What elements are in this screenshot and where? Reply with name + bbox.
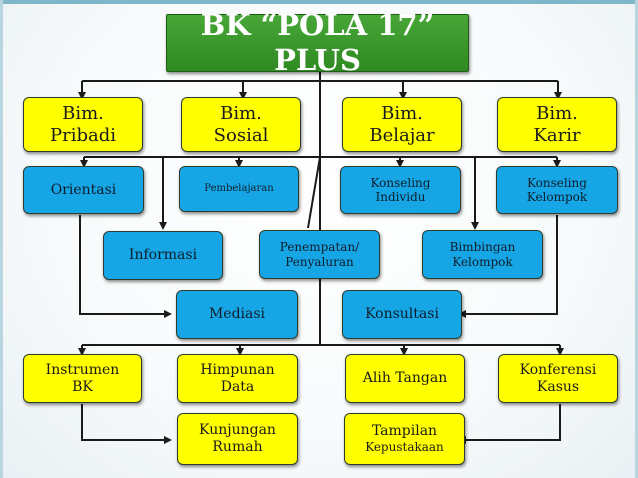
konseling-individu-line2: Individu — [375, 190, 426, 204]
instrumen-line2: BK — [72, 378, 93, 395]
bidang-sosial-line1: Bim. — [220, 102, 262, 124]
penempatan-line2: Penyaluran — [285, 254, 354, 269]
bidang-sosial-box: Bim. Sosial — [181, 97, 301, 152]
page-title: BK “POLA 17” PLUS — [166, 8, 469, 77]
kunjungan-rumah-box: Kunjungan Rumah — [177, 413, 298, 465]
alih-tangan-label: Alih Tangan — [362, 370, 448, 387]
bidang-karir-line2: Karir — [533, 124, 581, 146]
kunjungan-line2: Rumah — [212, 439, 263, 455]
bidang-pribadi-line1: Bim. — [62, 102, 104, 124]
informasi-label: Informasi — [128, 247, 198, 264]
orientasi-box: Orientasi — [23, 166, 144, 214]
himpunan-data-box: Himpunan Data — [177, 354, 298, 403]
bidang-pribadi-box: Bim. Pribadi — [23, 97, 143, 152]
mediasi-label: Mediasi — [208, 306, 266, 323]
top-accent-bar — [0, 0, 638, 4]
pembelajaran-box: Pembelajaran — [179, 166, 299, 212]
bidang-pribadi-line2: Pribadi — [49, 124, 116, 146]
alih-tangan-box: Alih Tangan — [345, 354, 465, 403]
bimbingan-kelompok-line2: Kelompok — [452, 254, 513, 269]
himpunan-line2: Data — [220, 378, 255, 395]
konsultasi-label: Konsultasi — [365, 306, 439, 323]
bidang-karir-box: Bim. Karir — [497, 97, 617, 152]
konsultasi-box: Konsultasi — [342, 290, 462, 339]
himpunan-line1: Himpunan — [200, 361, 275, 378]
bidang-belajar-box: Bim. Belajar — [342, 97, 462, 152]
penempatan-box: Penempatan/ Penyaluran — [259, 230, 380, 279]
bidang-karir-line1: Bim. — [536, 102, 578, 124]
konseling-kelompok-line2: Kelompok — [526, 190, 588, 204]
konferensi-kasus-box: Konferensi Kasus — [498, 354, 618, 403]
konseling-individu-line1: Konseling — [370, 175, 431, 190]
title-text: BK “POLA 17” PLUS — [200, 8, 435, 77]
mediasi-box: Mediasi — [176, 290, 298, 339]
instrumen-line1: Instrumen — [45, 361, 120, 378]
bimbingan-kelompok-line1: Bimbingan — [449, 240, 516, 255]
tampilan-line1: Tampilan — [371, 423, 438, 440]
konseling-individu-box: Konseling Individu — [340, 166, 461, 214]
tampilan-line2: Kepustakaan — [365, 440, 444, 455]
bidang-belajar-line2: Belajar — [369, 124, 435, 146]
bidang-sosial-line2: Sosial — [213, 124, 269, 146]
bidang-belajar-line1: Bim. — [381, 102, 423, 124]
pembelajaran-label: Pembelajaran — [204, 183, 274, 194]
konseling-kelompok-box: Konseling Kelompok — [496, 166, 618, 214]
informasi-box: Informasi — [103, 231, 223, 280]
orientasi-label: Orientasi — [50, 181, 117, 198]
konferensi-line1: Konferensi — [519, 361, 597, 378]
kunjungan-line1: Kunjungan — [199, 422, 276, 439]
tampilan-kepustakaan-box: Tampilan Kepustakaan — [344, 413, 465, 465]
penempatan-line1: Penempatan/ — [279, 240, 360, 255]
left-accent-bar — [0, 0, 3, 478]
konferensi-line2: Kasus — [536, 378, 580, 395]
right-accent-bar — [635, 0, 638, 478]
bimbingan-kelompok-box: Bimbingan Kelompok — [422, 230, 543, 279]
konseling-kelompok-line1: Konseling — [527, 175, 587, 190]
instrumen-bk-box: Instrumen BK — [23, 354, 142, 403]
